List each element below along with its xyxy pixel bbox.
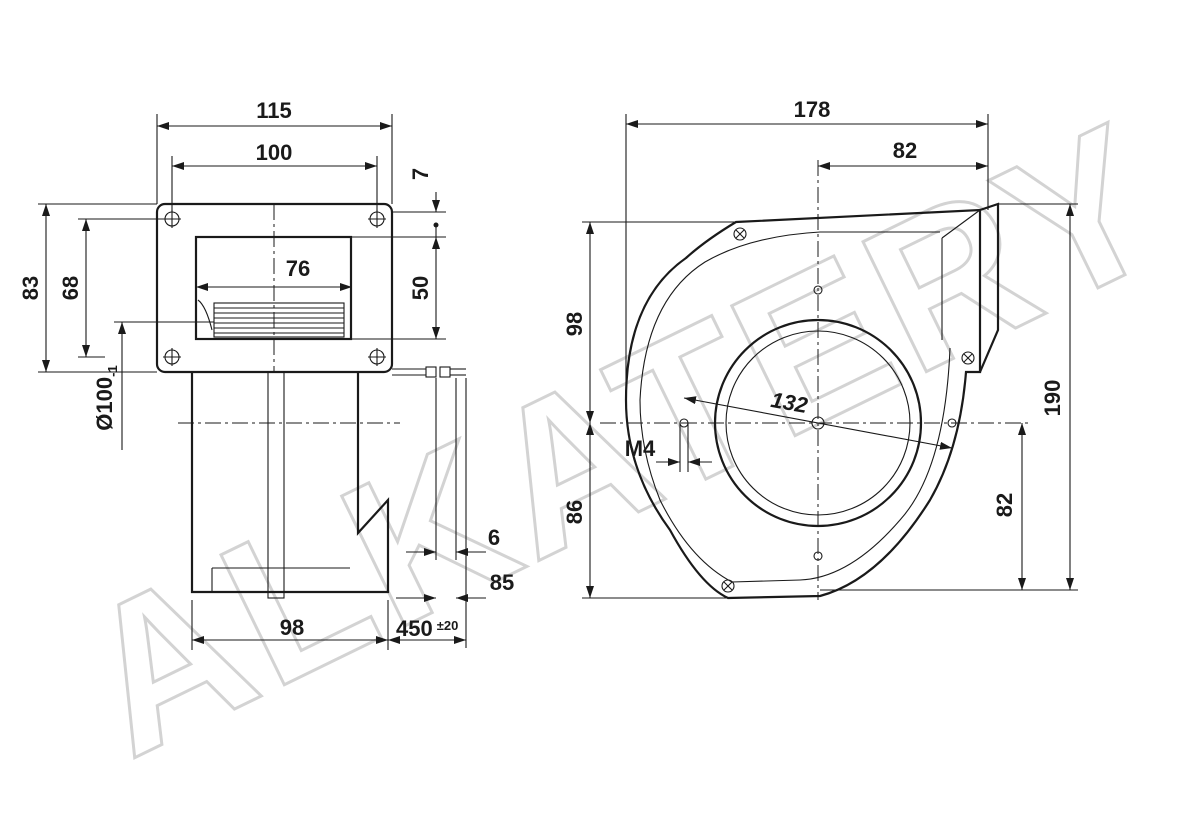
dim-450: 450±20 <box>396 616 458 641</box>
front-view: 115 100 7 50 76 83 68 Ø100-1 <box>18 98 514 650</box>
dim-50: 50 <box>408 276 433 300</box>
dim-76: 76 <box>286 256 310 281</box>
dim-86: 86 <box>562 500 587 524</box>
watermark-text: ALKATERY <box>47 77 1200 800</box>
dim-6: 6 <box>488 525 500 550</box>
watermark: ALKATERY <box>45 76 1200 802</box>
front-shaft <box>267 371 285 599</box>
thread-m4: M4 <box>625 436 656 461</box>
dim-82-top: 82 <box>893 138 917 163</box>
side-outlet-flange <box>978 202 1000 373</box>
dim-190: 190 <box>1040 380 1065 417</box>
dim-83: 83 <box>18 276 43 300</box>
front-housing-body <box>190 372 390 594</box>
side-housing-inner <box>639 231 951 583</box>
dim-98-side: 98 <box>562 312 587 336</box>
dim-178: 178 <box>794 97 831 122</box>
dim-82-right: 82 <box>992 493 1017 517</box>
dim-100: 100 <box>256 140 293 165</box>
dim-7: 7 <box>408 168 433 180</box>
side-housing-outer <box>624 208 982 600</box>
impeller-blades-front <box>197 299 345 338</box>
side-view: 178 82 98 86 190 82 132 M4 <box>562 97 1078 600</box>
dim-85: 85 <box>490 570 514 595</box>
dim-115: 115 <box>256 98 292 123</box>
dim-diameter-100: Ø100-1 <box>92 365 120 430</box>
dim-98-depth: 98 <box>280 615 304 640</box>
dim-68: 68 <box>58 276 83 300</box>
cable <box>392 366 466 378</box>
